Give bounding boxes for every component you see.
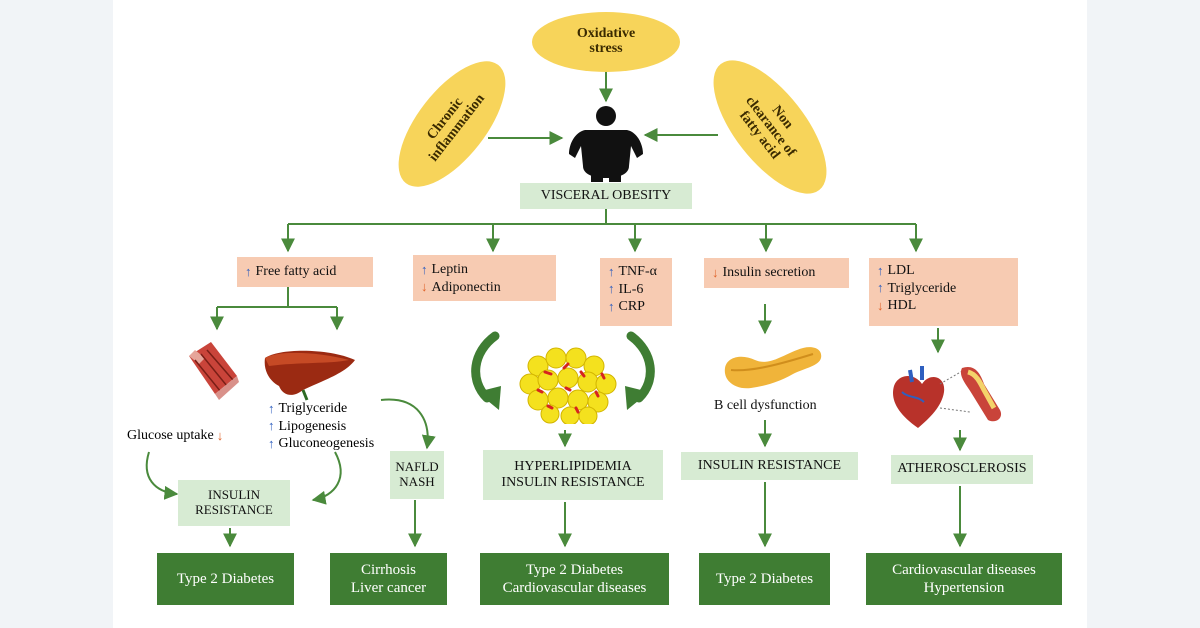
triglyceride-label: Triglyceride: [887, 280, 957, 296]
b-cell-dysfunction-label: B cell dysfunction: [714, 398, 817, 413]
adiponectin-label: Adiponectin: [431, 279, 501, 295]
factor-cytokines: ↑TNF-α ↑IL-6 ↑CRP: [600, 258, 672, 326]
artery-plaque-icon: [960, 366, 1002, 422]
up-arrow-icon: ↑: [608, 281, 615, 297]
fat-cells-icon: [519, 347, 617, 424]
factor-free-fatty-acid: ↑Free fatty acid: [237, 257, 373, 287]
outcome-cvd-hypertension: Cardiovascular diseases Hypertension: [866, 553, 1062, 605]
up-arrow-icon: ↑: [421, 261, 428, 277]
down-arrow-icon: ↓: [421, 279, 428, 295]
diagram-canvas: Oxidative stress Chronic inflammation No…: [113, 0, 1087, 628]
pancreas-icon: [724, 347, 822, 389]
down-arrow-icon: ↓: [877, 297, 884, 313]
outcome-type2-diabetes-1: Type 2 Diabetes: [157, 553, 294, 605]
tnf-label: TNF-α: [618, 264, 657, 279]
hdl-label: HDL: [887, 298, 917, 313]
glucose-uptake-note: Glucose uptake↓: [127, 428, 227, 444]
glucose-uptake-label: Glucose uptake: [127, 428, 214, 443]
insulin-resistance-box-1: INSULIN RESISTANCE: [178, 480, 290, 526]
lipogenesis-label: Lipogenesis: [278, 418, 347, 434]
up-arrow-icon: ↑: [268, 400, 275, 416]
up-arrow-icon: ↑: [608, 298, 615, 314]
down-arrow-icon: ↓: [216, 428, 224, 443]
gluconeogenesis-label: Gluconeogenesis: [278, 436, 375, 451]
visceral-obesity-label: VISCERAL OBESITY: [520, 183, 692, 209]
heart-icon: [893, 366, 945, 428]
ffa-label: Free fatty acid: [255, 264, 337, 279]
insulin-secretion-label: Insulin secretion: [722, 265, 816, 280]
liver-triglyceride-label: Triglyceride: [278, 401, 348, 416]
leptin-label: Leptin: [431, 262, 469, 277]
outcome-diabetes-cvd: Type 2 Diabetes Cardiovascular diseases: [480, 553, 669, 605]
il6-label: IL-6: [618, 281, 644, 297]
down-arrow-icon: ↓: [712, 264, 719, 280]
nafld-nash-box: NAFLD NASH: [390, 451, 444, 499]
up-arrow-icon: ↑: [608, 263, 615, 279]
muscle-tissue-icon: [189, 342, 239, 400]
crp-label: CRP: [618, 299, 645, 314]
up-arrow-icon: ↑: [268, 418, 275, 434]
cause-oxidative-label: Oxidative stress: [576, 26, 636, 56]
up-arrow-icon: ↑: [245, 263, 252, 279]
factor-insulin-secretion: ↓Insulin secretion: [704, 258, 849, 288]
factor-adipokines: ↑Leptin ↓Adiponectin: [413, 255, 556, 301]
up-arrow-icon: ↑: [877, 262, 884, 278]
connector-lines: [145, 70, 967, 548]
liver-effects-list: ↑Triglyceride ↑Lipogenesis ↑Gluconeogene…: [268, 400, 374, 453]
liver-icon: [264, 350, 355, 401]
insulin-resistance-box-2: INSULIN RESISTANCE: [681, 452, 858, 480]
cause-oxidative-stress: Oxidative stress: [532, 12, 680, 72]
factor-lipids: ↑LDL ↑Triglyceride ↓HDL: [869, 258, 1018, 326]
up-arrow-icon: ↑: [877, 280, 884, 296]
outcome-cirrhosis: Cirrhosis Liver cancer: [330, 553, 447, 605]
ldl-label: LDL: [887, 263, 915, 278]
hyperlipidemia-box: HYPERLIPIDEMIA INSULIN RESISTANCE: [483, 450, 663, 500]
obese-body-icon: [569, 106, 643, 182]
up-arrow-icon: ↑: [268, 435, 275, 451]
outcome-type2-diabetes-2: Type 2 Diabetes: [699, 553, 830, 605]
atherosclerosis-box: ATHEROSCLEROSIS: [891, 455, 1033, 484]
heart-artery-group: [893, 366, 1002, 428]
